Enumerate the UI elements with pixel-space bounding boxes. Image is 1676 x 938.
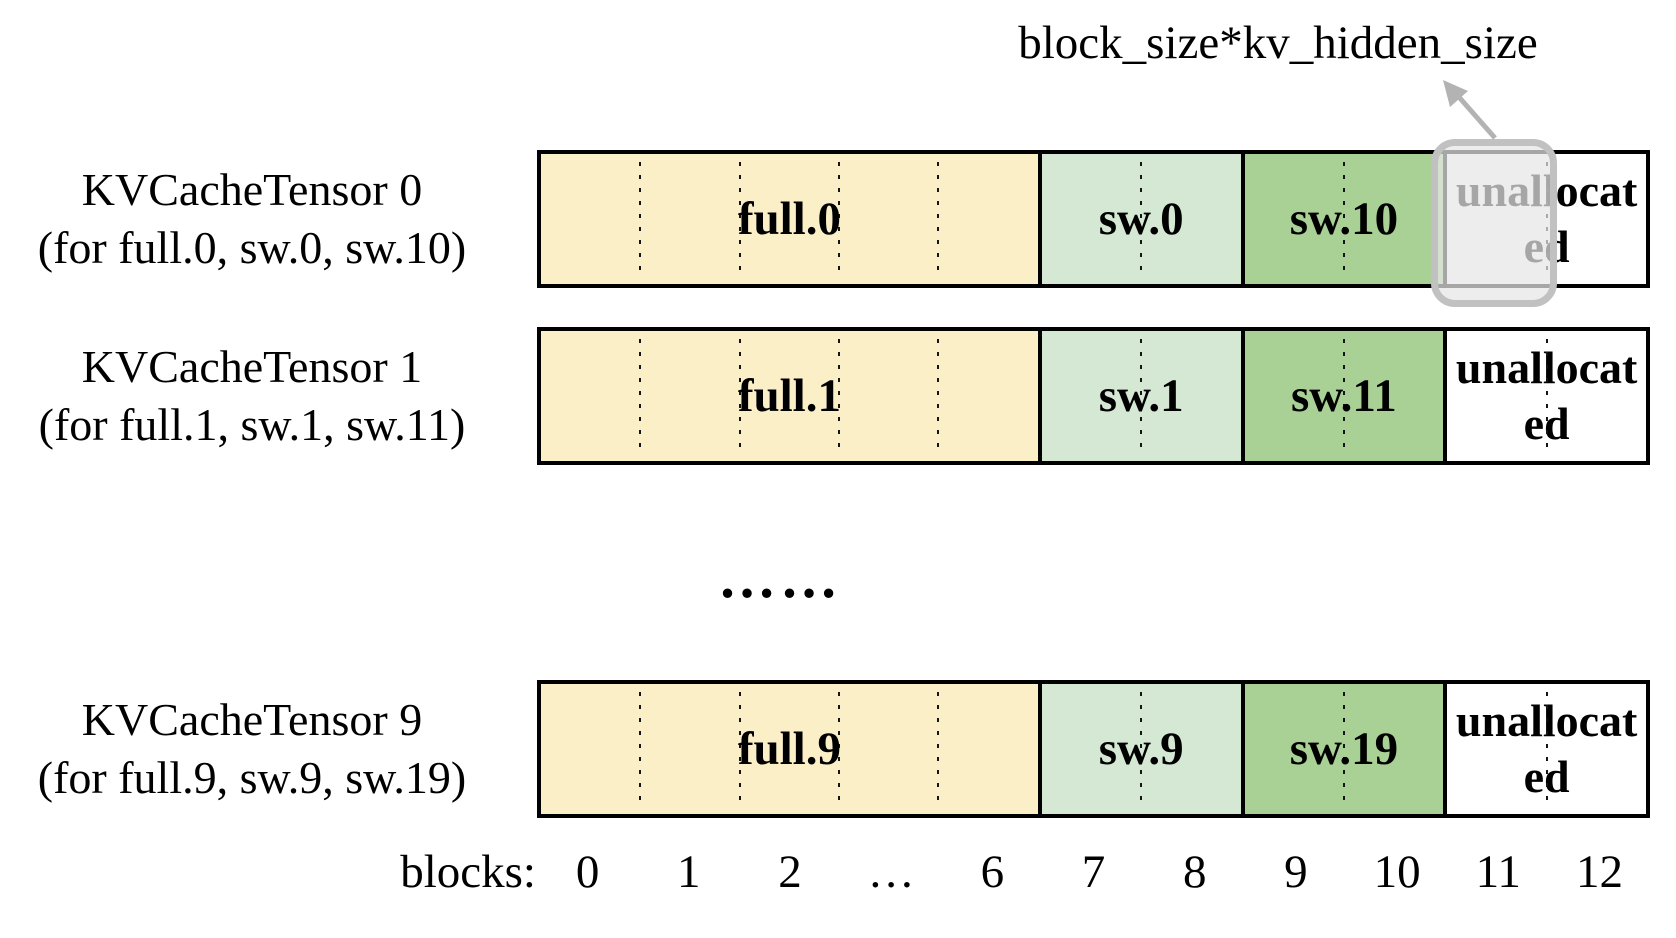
block-divider	[937, 162, 940, 276]
segment-label: sw.9	[1098, 723, 1184, 775]
block-divider	[639, 692, 642, 806]
block-divider	[1140, 162, 1143, 276]
annotation-arrow-icon	[1443, 80, 1497, 140]
segment-label: sw.1	[1098, 370, 1184, 422]
block-divider	[838, 339, 841, 453]
block-divider	[1140, 339, 1143, 453]
block-divider	[838, 692, 841, 806]
tensor-subtitle: (for full.9, sw.9, sw.19)	[37, 752, 467, 803]
segment-unallocated: unallocated	[1443, 331, 1647, 461]
segment-label: sw.11	[1291, 370, 1397, 422]
block-divider	[1342, 692, 1345, 806]
row-label: KVCacheTensor 0 (for full.0, sw.0, sw.10…	[6, 161, 498, 277]
rows-ellipsis: ……	[718, 545, 842, 610]
segment-unallocated: unallocated	[1443, 684, 1647, 814]
segment-sw-dark: sw.19	[1240, 684, 1444, 814]
tensor-title: KVCacheTensor 0	[81, 164, 423, 215]
axis-tick: 11	[1475, 846, 1521, 898]
segment-full: full.9	[541, 684, 1038, 814]
block-divider	[1545, 692, 1548, 806]
segment-label: full.9	[737, 723, 841, 775]
segment-label: sw.10	[1289, 193, 1399, 245]
axis-tick: 0	[575, 846, 600, 898]
segment-full: full.1	[541, 331, 1038, 461]
axis-tick: 9	[1284, 846, 1308, 898]
kvcache-tensor-row-9: full.9 sw.9 sw.19 unallocated	[537, 680, 1650, 818]
block-size-highlight	[1431, 139, 1557, 307]
row-label: KVCacheTensor 1 (for full.1, sw.1, sw.11…	[6, 338, 498, 454]
tensor-subtitle: (for full.0, sw.0, sw.10)	[37, 222, 467, 273]
block-size-annotation: block_size*kv_hidden_size	[1018, 17, 1538, 69]
axis-tick: 10	[1373, 846, 1421, 898]
axis-tick: 7	[1081, 846, 1106, 898]
axis-tick: 6	[980, 846, 1005, 898]
block-divider	[1140, 692, 1143, 806]
segment-label: full.1	[737, 370, 841, 422]
block-divider	[738, 692, 741, 806]
segment-sw-light: sw.0	[1037, 154, 1241, 284]
axis-tick: 8	[1182, 846, 1207, 898]
block-divider	[937, 339, 940, 453]
segment-sw-light: sw.1	[1037, 331, 1241, 461]
segment-label: sw.0	[1098, 193, 1184, 245]
row-label: KVCacheTensor 9 (for full.9, sw.9, sw.19…	[6, 691, 498, 807]
blocks-axis: 0 1 2 … 6 7 8 9 10 11 12	[537, 845, 1650, 899]
block-divider	[1545, 339, 1548, 453]
blocks-axis-label: blocks:	[400, 846, 536, 898]
tensor-subtitle: (for full.1, sw.1, sw.11)	[38, 399, 466, 450]
kvcache-tensor-row-1: full.1 sw.1 sw.11 unallocated	[537, 327, 1650, 465]
block-divider	[639, 339, 642, 453]
segment-full: full.0	[541, 154, 1038, 284]
block-divider	[1342, 162, 1345, 276]
axis-tick: …	[867, 846, 915, 898]
axis-tick: 2	[778, 846, 802, 898]
block-divider	[738, 162, 741, 276]
segment-sw-dark: sw.11	[1240, 331, 1444, 461]
block-divider	[937, 692, 940, 806]
segment-label: sw.19	[1289, 723, 1399, 775]
tensor-title: KVCacheTensor 1	[81, 341, 423, 392]
segment-sw-dark: sw.10	[1240, 154, 1444, 284]
axis-tick: 1	[677, 846, 701, 898]
segment-sw-light: sw.9	[1037, 684, 1241, 814]
block-divider	[1342, 339, 1345, 453]
block-divider	[738, 339, 741, 453]
block-divider	[838, 162, 841, 276]
axis-tick: 12	[1575, 846, 1623, 898]
segment-label: full.0	[737, 193, 841, 245]
block-divider	[639, 162, 642, 276]
tensor-title: KVCacheTensor 9	[81, 694, 423, 745]
